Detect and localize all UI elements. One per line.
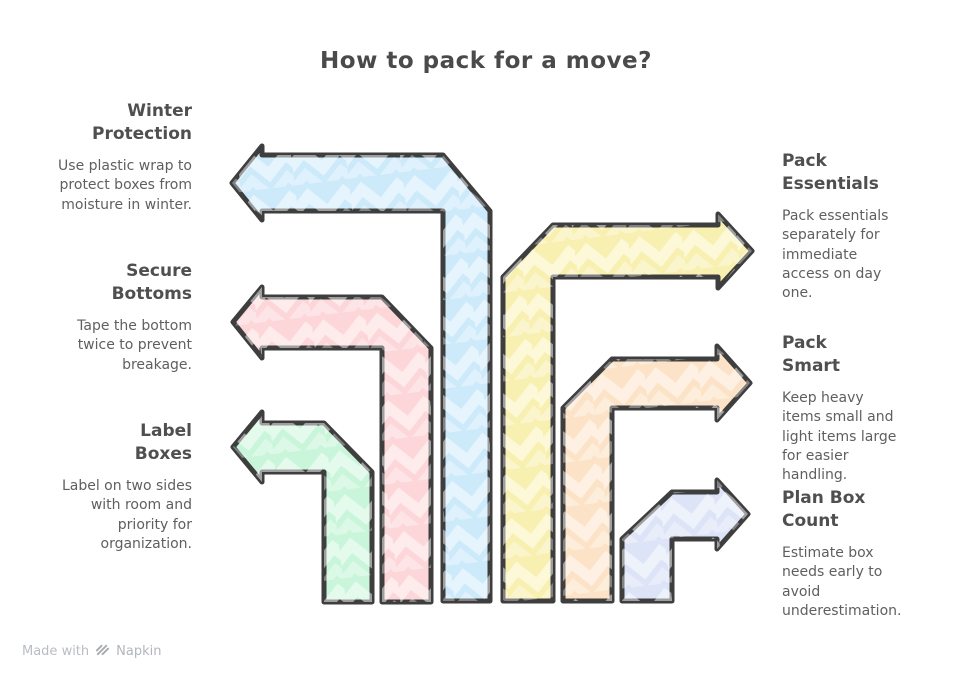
section-heading: Secure Bottoms [111,261,192,305]
arrow-plan-box-count [619,477,751,604]
page-title: How to pack for a move? [320,48,652,74]
section-pack-essentials: Pack Essentials Pack essentials separate… [782,150,927,303]
section-pack-smart: Pack Smart Keep heavy items small and li… [782,332,927,485]
section-winter-protection: Winter Protection Use plastic wrap to pr… [52,100,192,215]
section-plan-box-count: Plan Box Count Estimate box needs early … [782,487,927,621]
section-body: Use plastic wrap to protect boxes from m… [58,157,192,213]
section-heading: Pack Essentials [782,151,879,195]
section-body: Tape the bottom twice to prevent breakag… [77,317,192,373]
section-heading: Plan Box Count [782,488,866,532]
arrow-plan-box-count-shape [619,477,751,604]
arrow-label-boxes [230,409,375,605]
attribution: Made with Napkin [22,642,161,661]
arrow-label-boxes-shape [230,409,375,605]
section-body: Estimate box needs early to avoid undere… [782,544,902,619]
section-body: Keep heavy items small and light items l… [782,389,897,484]
attribution-prefix: Made with [22,644,90,659]
attribution-brand: Napkin [116,644,162,659]
section-heading: Pack Smart [782,333,840,377]
section-heading: Winter Protection [92,101,192,145]
napkin-logo-icon [95,642,110,661]
section-label-boxes: Label Boxes Label on two sides with room… [52,420,192,554]
section-body: Pack essentials separately for immediate… [782,207,889,302]
section-secure-bottoms: Secure Bottoms Tape the bottom twice to … [52,260,192,375]
section-body: Label on two sides with room and priorit… [61,477,192,552]
section-heading: Label Boxes [134,421,192,465]
